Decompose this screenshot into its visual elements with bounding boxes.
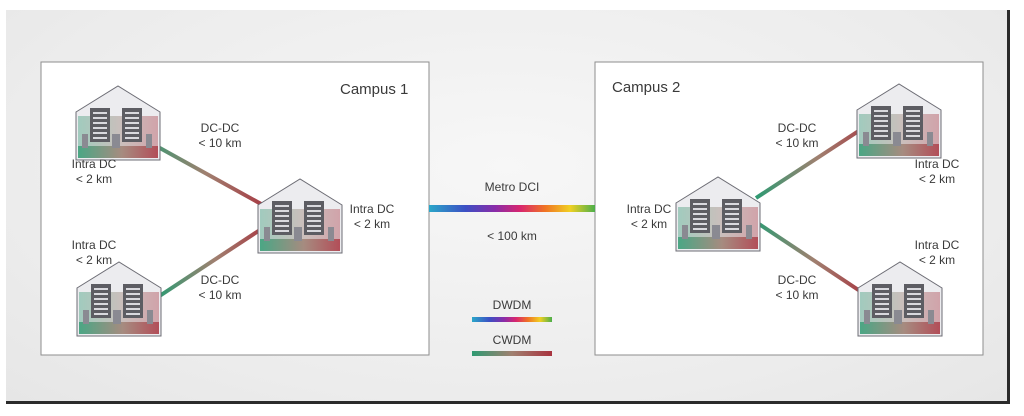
legend-cwdm-swatch <box>472 351 552 356</box>
c2-bottom-dcdc-label: DC-DC< 10 km <box>775 273 819 302</box>
c1-bottom-intra-label: Intra DC< 2 km <box>71 238 117 267</box>
c1-top-dcdc-label: DC-DC< 10 km <box>198 121 242 150</box>
legend-cwdm-label: CWDM <box>492 333 532 347</box>
legend-dwdm-swatch <box>472 317 552 322</box>
c2-hub-intra-label: Intra DC< 2 km <box>626 202 672 231</box>
c2-top-intra-label: Intra DC< 2 km <box>914 157 960 186</box>
metro-dci-link <box>429 205 595 212</box>
campus-2-title: Campus 2 <box>612 79 681 96</box>
metro-dci-distance: < 100 km <box>487 229 537 243</box>
c1-hub-intra-label: Intra DC< 2 km <box>349 202 395 231</box>
c2-top-dcdc-label: DC-DC< 10 km <box>775 121 819 150</box>
metro-dci-title: Metro DCI <box>484 180 540 194</box>
c1-bottom-dcdc-label: DC-DC< 10 km <box>198 273 242 302</box>
c1-bottom-link <box>156 220 274 299</box>
c2-bottom-intra-label: Intra DC< 2 km <box>914 238 960 267</box>
legend-dwdm-label: DWDM <box>492 298 532 312</box>
c2-bottom-link <box>754 220 874 301</box>
c1-top-intra-label: Intra DC< 2 km <box>71 157 117 186</box>
campus-1-title: Campus 1 <box>340 81 409 98</box>
c1-top-link <box>139 135 273 212</box>
